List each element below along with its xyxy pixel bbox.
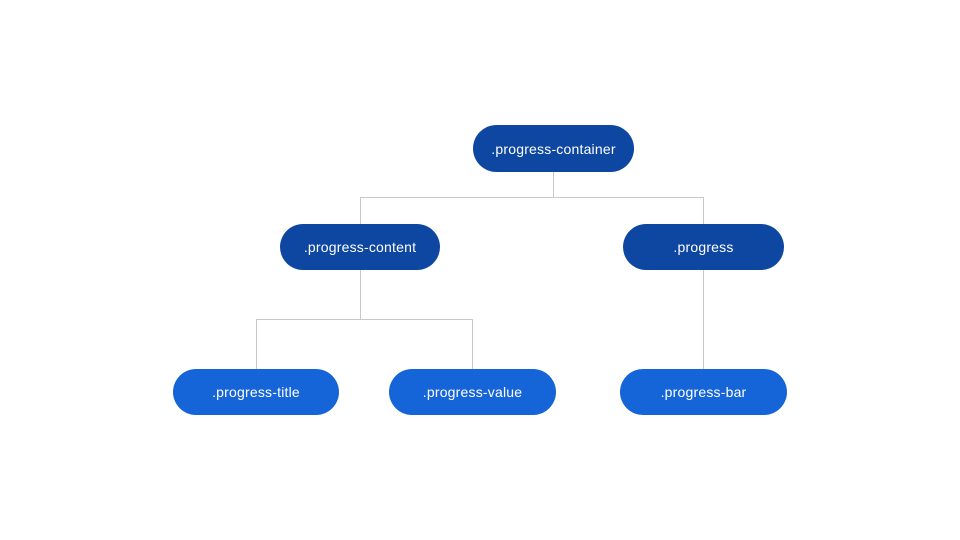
node-progress-value: .progress-value (389, 369, 556, 415)
connector-level3-crossbar (256, 319, 473, 320)
connector-to-title (256, 319, 257, 369)
node-progress-container-label: .progress-container (491, 140, 616, 157)
node-progress-title: .progress-title (173, 369, 339, 415)
connector-to-bar (703, 270, 704, 369)
node-progress-bar-label: .progress-bar (660, 384, 747, 400)
connector-to-value (472, 319, 473, 369)
node-progress-value-label: .progress-value (422, 384, 523, 400)
connector-to-progress (703, 197, 704, 224)
node-progress-bar: .progress-bar (620, 369, 787, 415)
connector-container-stem (553, 172, 554, 197)
connector-content-stem (360, 270, 361, 320)
node-progress-content: .progress-content (280, 224, 440, 270)
node-progress-content-label: .progress-content (303, 239, 417, 255)
connector-to-content (360, 197, 361, 224)
connector-level2-crossbar (360, 197, 704, 198)
node-progress-label: .progress (673, 239, 734, 255)
node-progress-container: .progress-container (473, 125, 634, 172)
node-progress: .progress (623, 224, 784, 270)
node-progress-title-label: .progress-title (212, 384, 300, 400)
